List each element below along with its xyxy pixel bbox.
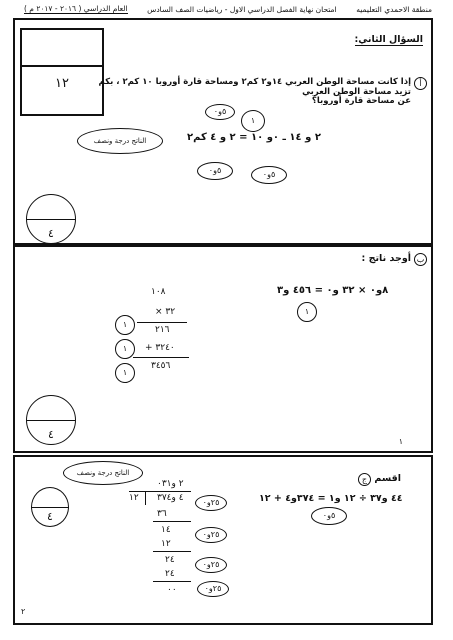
quotient: ٢ و٠٣١	[157, 479, 184, 489]
score-circle-divider	[32, 507, 68, 508]
mult-rule-1	[137, 322, 187, 323]
header-year: العام الدراسي ( ٢٠١٦ - ٢٠١٧ م )	[24, 4, 128, 14]
step-5: ٢٤	[165, 569, 175, 579]
question-label-a: أ	[414, 77, 427, 90]
mark-one-circle: ١	[241, 110, 265, 132]
header-exam: امتحان نهاية الفصل الدراسي الاول - رياضي…	[147, 4, 337, 14]
page-header: منطقة الاحمدي التعليميه امتحان نهاية الف…	[24, 2, 432, 16]
question-label-c: ج	[358, 473, 371, 486]
step-3: ١٢	[161, 539, 171, 549]
result-score-oval: الناتج درجة ونصف	[77, 128, 163, 154]
question-line-2: عن مساحة قارة أوروبا؟	[311, 96, 411, 106]
question-label-b: ب	[414, 253, 427, 266]
division-bracket	[145, 491, 146, 505]
score-box-divider	[22, 65, 102, 67]
mult-top: ١٠٨	[151, 287, 166, 297]
mult-second: × ٣٢	[155, 307, 176, 317]
step-4: ٢٤	[165, 555, 175, 565]
step-2: ١٤	[161, 525, 171, 535]
division-panel: ج اقسم ٤٤ و٣٧ ÷ ١٢ و١ = ٣٧٤و٤ + ١٢ ٥و٠ ا…	[13, 455, 433, 625]
mark-half-oval: ٥و٠	[205, 104, 235, 120]
total-score-box: ١٢	[20, 28, 104, 116]
section-score-circle: ٤	[31, 487, 69, 527]
mark-1-oval: ٢٥و٠	[195, 495, 227, 511]
mark-a-oval: ٥و٠	[197, 162, 233, 180]
section-score-circle: ٤	[26, 395, 76, 445]
section-score-value: ٤	[48, 227, 54, 240]
total-score-value: ١٢	[55, 76, 69, 91]
step-rule-3	[153, 581, 191, 582]
step-rule-1	[153, 521, 191, 522]
mark-3-circle: ١	[115, 363, 135, 383]
mult-partial-1: ٢١٦	[155, 325, 170, 335]
mark-eq-circle: ١	[297, 302, 317, 322]
find-result-panel: ب أوجد ناتج : ٨و٠ × ٣٢ و٠ = ٤٥٦ و٣ ١ ١٠٨…	[13, 245, 433, 453]
division-equation: ٤٤ و٣٧ ÷ ١٢ و١ = ٣٧٤و٤ + ١٢	[259, 493, 403, 504]
division-top-rule	[129, 491, 191, 492]
mark-1-circle: ١	[115, 315, 135, 335]
section-score-circle: ٤	[26, 194, 76, 244]
result-score-oval: الناتج درجة ونصف	[63, 461, 143, 485]
find-result-title: أوجد ناتج :	[361, 253, 411, 264]
mark-4-oval: ٢٥و٠	[197, 581, 229, 597]
question-two-panel: ١٢ السؤال الثاني: أ إذا كانت مساحة الوطن…	[13, 18, 433, 245]
mult-result: ٣٤٥٦	[151, 361, 171, 371]
step-1: ٣٦	[157, 509, 167, 519]
question-line-1: إذا كانت مساحة الوطن العربي ١٤و٢ كم٢ ومس…	[98, 77, 411, 97]
mark-b-oval: ٥و٠	[251, 166, 287, 184]
page-number: ١	[398, 437, 403, 446]
section-score-value: ٤	[47, 510, 53, 523]
mark-3-oval: ٢٥و٠	[195, 557, 227, 573]
dividend: ٤ و٣٧٤	[157, 493, 184, 503]
subtraction-equation: ٢ و ١٤ ـ ٠و ١٠ = ٢ و ٤ كم٢	[187, 132, 321, 143]
score-circle-divider	[27, 219, 75, 220]
divisor: ١٢	[129, 493, 139, 503]
header-region: منطقة الاحمدي التعليميه	[356, 4, 432, 14]
section-title: السؤال الثاني:	[354, 34, 423, 46]
mult-partial-2: + ٣٢٤٠	[145, 343, 175, 353]
mark-eq-oval: ٥و٠	[311, 507, 347, 525]
step-rule-2	[153, 551, 191, 552]
mark-2-oval: ٢٥و٠	[195, 527, 227, 543]
divide-title: اقسم	[374, 473, 401, 484]
multiplication-equation: ٨و٠ × ٣٢ و٠ = ٤٥٦ و٣	[277, 285, 389, 296]
section-score-value: ٤	[48, 428, 54, 441]
page-number: ٢	[21, 607, 26, 616]
mult-rule-2	[133, 357, 189, 358]
score-circle-divider	[27, 420, 75, 421]
step-6: ٠٠	[167, 585, 177, 595]
mark-2-circle: ١	[115, 339, 135, 359]
